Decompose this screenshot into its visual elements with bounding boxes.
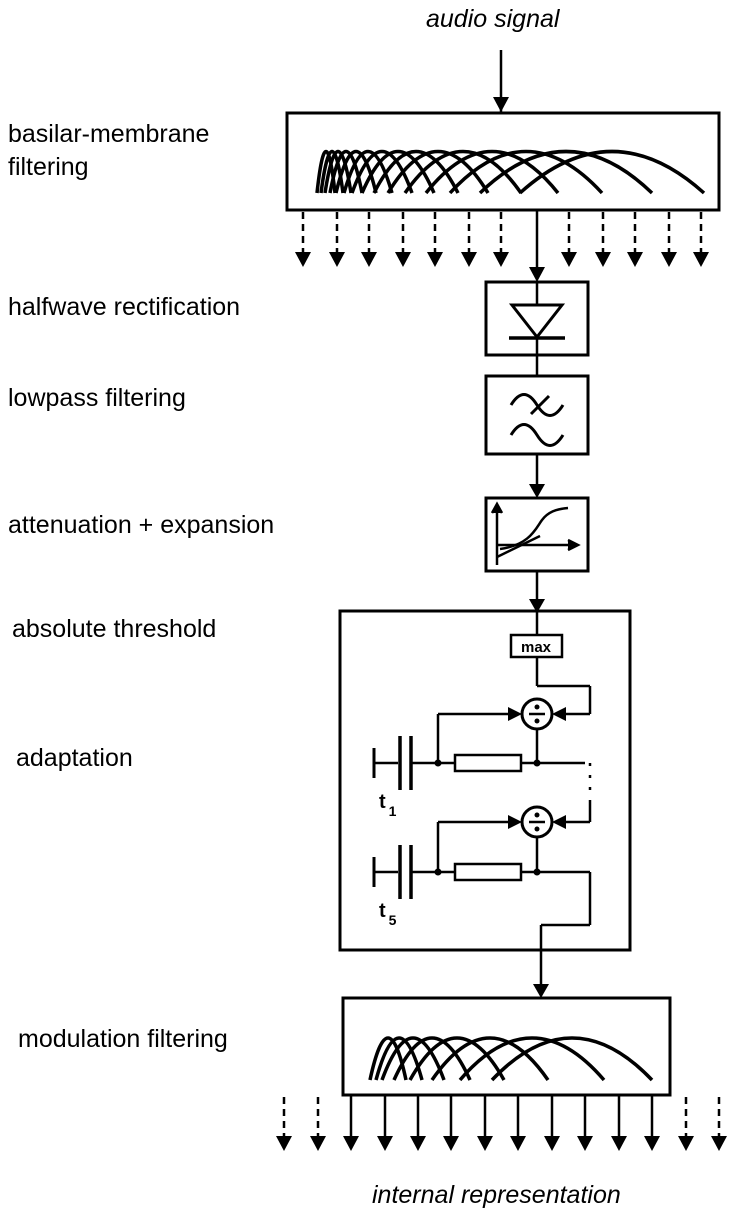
filter-curve	[380, 1036, 446, 1081]
absolute-threshold-label: absolute threshold	[12, 615, 217, 643]
modulation-dashed-outputs	[282, 1097, 721, 1137]
halfwave-rectification-label: halfwave rectification	[8, 293, 241, 321]
attenuation-expansion-box	[484, 496, 590, 573]
basilar-output-arrowheads	[295, 252, 709, 267]
modulation-output-arrowheads	[276, 1136, 727, 1151]
rc-stage-5	[372, 815, 590, 899]
lowpass-filtering-label: lowpass filtering	[8, 384, 186, 412]
filter-curve	[408, 1036, 506, 1081]
lowpass-filter-box	[484, 374, 590, 456]
basilar-filterbank-box	[285, 111, 721, 212]
expansion-curve-icon	[490, 501, 581, 565]
filter-curve	[374, 1036, 424, 1081]
filter-curve	[478, 149, 654, 195]
filter-curve	[430, 1036, 550, 1081]
filter-curve	[350, 149, 414, 194]
filter-curve	[360, 149, 436, 194]
rc-stage-1	[372, 707, 585, 790]
filter-curve	[458, 1036, 606, 1082]
basilar-filtering-label: filtering	[8, 153, 89, 181]
basilar-outputs	[301, 212, 703, 252]
adaptation-block	[338, 609, 632, 952]
filter-curve	[403, 149, 523, 195]
max-label: max	[521, 639, 552, 656]
filter-curve	[386, 149, 490, 194]
input-arrowhead	[493, 97, 509, 112]
output-label: internal representation	[372, 1181, 621, 1209]
main-path-arrowhead	[529, 267, 545, 282]
adaptation-label: adaptation	[16, 744, 133, 772]
basilar-filter-curves	[315, 149, 706, 195]
filter-curve	[518, 149, 706, 195]
filter-curve	[490, 1036, 654, 1082]
lowpass-icon	[509, 393, 565, 447]
divider-stage-5	[520, 805, 554, 839]
divider-stage-1	[520, 697, 554, 731]
modulation-filter-curves	[368, 1036, 654, 1082]
modulation-solid-outputs	[349, 1095, 654, 1137]
diode-icon	[508, 282, 566, 355]
filter-curve	[392, 1036, 472, 1081]
basilar-membrane-label: basilar-membrane	[8, 120, 210, 148]
filter-curve	[342, 149, 394, 194]
modulation-filterbank-box	[341, 996, 672, 1097]
modulation-filtering-label: modulation filtering	[18, 1025, 228, 1053]
filter-curve	[448, 149, 604, 195]
filter-curve	[372, 149, 460, 194]
attenuation-expansion-label: attenuation + expansion	[8, 511, 275, 539]
input-label: audio signal	[426, 5, 560, 33]
